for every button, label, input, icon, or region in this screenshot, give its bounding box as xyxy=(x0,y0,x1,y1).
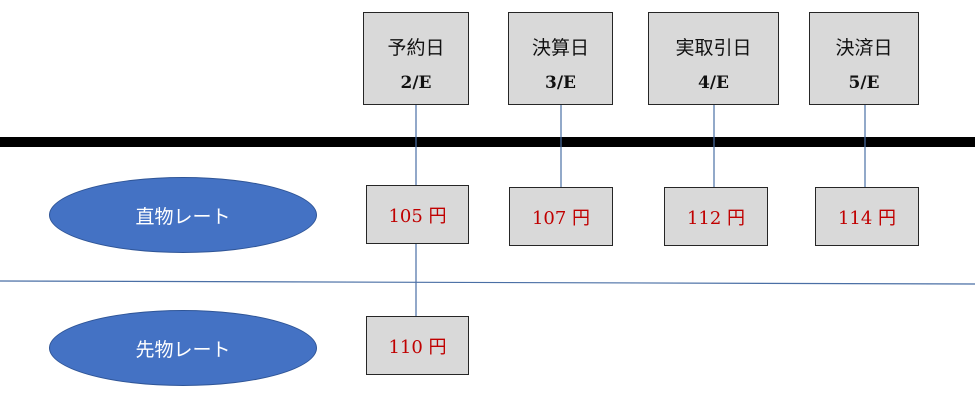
spot-rate-box: 105 円 xyxy=(366,185,469,244)
date-box-yoyaku: 予約日 2/E xyxy=(363,12,469,105)
date-sub: 2/E xyxy=(400,73,432,93)
date-sub: 4/E xyxy=(698,73,729,93)
date-sub: 3/E xyxy=(545,73,576,93)
spot-rate-oval: 直物レート xyxy=(49,177,317,253)
date-box-jitorihiki: 実取引日 4/E xyxy=(648,12,779,105)
date-sub: 5/E xyxy=(848,73,880,93)
date-label: 予約日 xyxy=(387,37,445,59)
date-box-kessan: 決算日 3/E xyxy=(508,12,613,105)
date-label: 実取引日 xyxy=(675,37,752,59)
date-label: 決済日 xyxy=(835,37,893,59)
date-label: 決算日 xyxy=(531,37,589,59)
spot-rate-box: 112 円 xyxy=(664,187,768,246)
date-box-kessai: 決済日 5/E xyxy=(809,12,919,105)
spot-rate-box: 107 円 xyxy=(509,187,613,246)
forward-rate-oval: 先物レート xyxy=(49,310,317,386)
section-divider xyxy=(0,280,975,285)
spot-rate-box: 114 円 xyxy=(815,187,919,246)
forward-rate-box: 110 円 xyxy=(366,316,469,375)
